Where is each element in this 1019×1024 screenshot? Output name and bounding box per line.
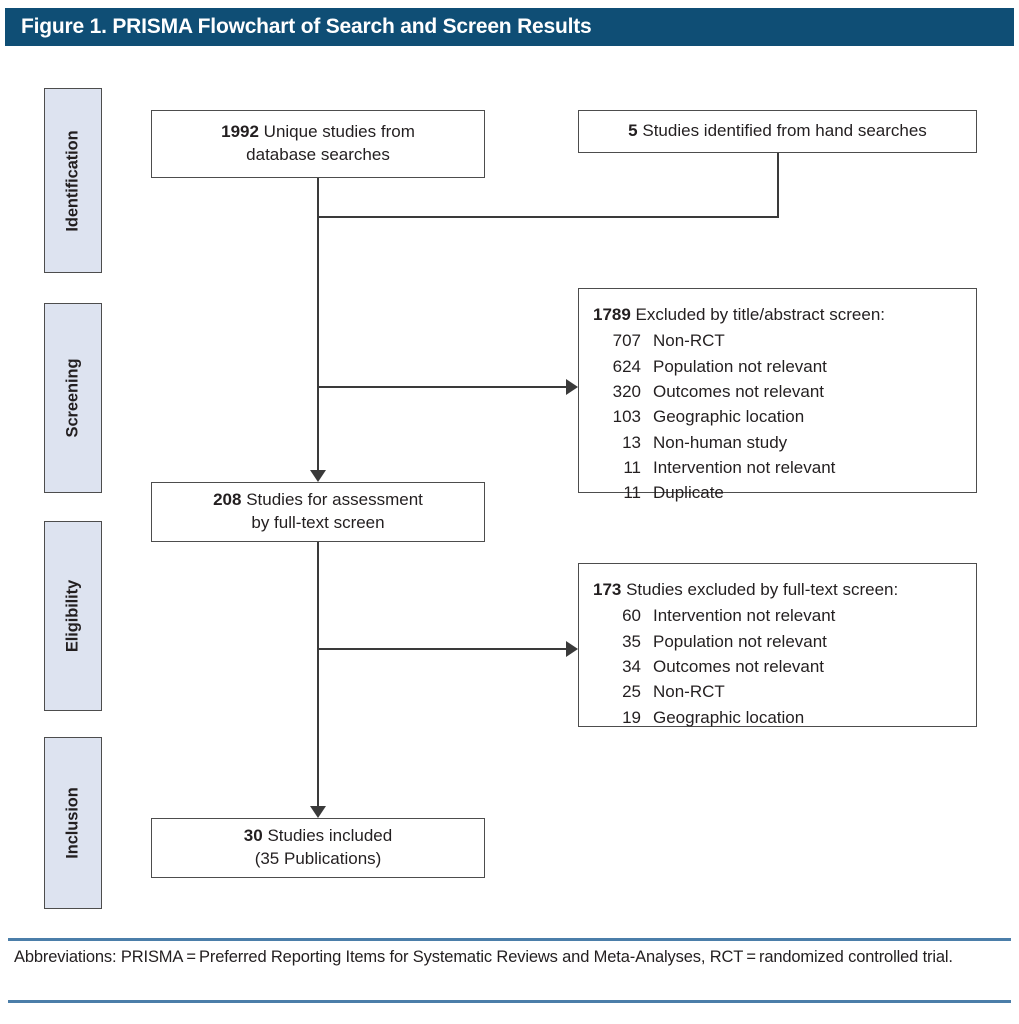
reason-count: 19 — [622, 707, 641, 727]
node-line-2: by full-text screen — [251, 513, 385, 532]
footnote-rule-bottom — [8, 1000, 1011, 1003]
stage-label-text: Identification — [63, 129, 82, 232]
node-line-1: 1992 Unique studies from — [221, 121, 415, 144]
node-count: 5 — [628, 121, 638, 141]
footnote-abbreviations: Abbreviations: PRISMA = Preferred Report… — [14, 948, 953, 966]
stage-label-identification: Identification — [44, 88, 102, 273]
node-hand-searches: 5 Studies identified from hand searches — [578, 110, 977, 153]
reason-label: Geographic location — [653, 407, 805, 427]
arrowhead-to-fulltext-exclusions — [566, 641, 578, 657]
page-title: Figure 1. PRISMA Flowchart of Search and… — [21, 15, 592, 38]
stage-label-text: Screening — [63, 358, 82, 438]
node-line-1: 30 Studies included — [244, 825, 392, 848]
reason-count: 25 — [622, 682, 641, 702]
reason-label: Non-RCT — [653, 331, 725, 351]
exclusion-reason-row: 13 Non-human study — [593, 430, 976, 455]
exclusion-reason-row: 707 Non-RCT — [593, 328, 976, 353]
footnote-rule-top — [8, 938, 1011, 941]
exclusion-heading: 1789 Excluded by title/abstract screen: — [593, 302, 976, 327]
reason-label: Intervention not relevant — [653, 457, 836, 477]
node-text: Studies included — [262, 826, 393, 846]
node-line-2: database searches — [246, 145, 390, 164]
reason-count: 34 — [622, 656, 641, 676]
exclusion-reason-row: 103 Geographic location — [593, 404, 976, 429]
reason-label: Non-human study — [653, 432, 788, 452]
arrowhead-to-screen-exclusions — [566, 379, 578, 395]
connector-merge-lower — [317, 216, 779, 218]
reason-label: Population not relevant — [653, 356, 827, 376]
connector-hand-down — [777, 153, 779, 217]
node-studies-included: 30 Studies included (35 Publications) — [151, 818, 485, 878]
node-text: Studies for assessment — [241, 490, 423, 510]
reason-label: Outcomes not relevant — [653, 656, 825, 676]
connector-unique-down — [317, 178, 319, 218]
reason-count: 11 — [623, 483, 641, 503]
node-text: Unique studies from — [258, 122, 415, 142]
stage-label-inclusion: Inclusion — [44, 737, 102, 909]
figure-title-bar: Figure 1. PRISMA Flowchart of Search and… — [5, 8, 1014, 46]
exclusion-reason-row: 624 Population not relevant — [593, 354, 976, 379]
stage-label-screening: Screening — [44, 303, 102, 493]
node-line-1: 208 Studies for assessment — [213, 489, 423, 512]
node-excluded-title-abstract: 1789 Excluded by title/abstract screen: … — [578, 288, 977, 502]
stage-label-text: Eligibility — [63, 579, 82, 653]
reason-label: Intervention not relevant — [653, 606, 836, 626]
node-count: 208 — [213, 490, 242, 510]
node-line-1: 5 Studies identified from hand searches — [628, 120, 927, 143]
node-full-text-assessment: 208 Studies for assessment by full-text … — [151, 482, 485, 542]
arrowhead-to-assessment — [310, 470, 326, 482]
node-text: Studies identified from hand searches — [637, 121, 927, 141]
reason-label: Duplicate — [653, 483, 724, 503]
connector-trunk-eligibility — [317, 542, 319, 806]
reason-label: Outcomes not relevant — [653, 381, 825, 401]
connector-branch-fulltext-exclusions — [317, 648, 566, 650]
reason-count: 11 — [623, 457, 641, 477]
exclusion-count: 1789 — [593, 305, 631, 324]
stage-label-text: Inclusion — [63, 787, 82, 859]
exclusion-reason-row: 25 Non-RCT — [593, 679, 976, 704]
reason-label: Non-RCT — [653, 682, 725, 702]
reason-label: Population not relevant — [653, 631, 827, 651]
arrowhead-to-included — [310, 806, 326, 818]
node-count: 1992 — [221, 122, 259, 142]
reason-count: 60 — [622, 606, 641, 626]
node-unique-studies: 1992 Unique studies from database search… — [151, 110, 485, 178]
exclusion-reason-row: 11 Intervention not relevant — [593, 455, 976, 480]
reason-count: 35 — [622, 631, 641, 651]
connector-branch-screen-exclusions — [317, 386, 566, 388]
reason-count: 624 — [612, 356, 641, 376]
exclusion-heading-text: Excluded by title/abstract screen: — [630, 305, 886, 324]
stage-label-eligibility: Eligibility — [44, 521, 102, 711]
exclusion-reason-row: 320 Outcomes not relevant — [593, 379, 976, 404]
exclusion-reason-row: 60 Intervention not relevant — [593, 603, 976, 628]
reason-count: 320 — [612, 381, 641, 401]
reason-label: Geographic location — [653, 707, 805, 727]
connector-trunk-screening — [317, 216, 319, 470]
exclusion-reason-row: 34 Outcomes not relevant — [593, 654, 976, 679]
node-line-2: (35 Publications) — [254, 849, 382, 868]
node-count: 30 — [243, 826, 263, 846]
reason-count: 13 — [622, 432, 641, 452]
node-excluded-full-text: 173 Studies excluded by full-text screen… — [578, 563, 977, 727]
exclusion-heading: 173 Studies excluded by full-text screen… — [593, 577, 976, 602]
reason-count: 707 — [612, 331, 641, 351]
reason-count: 103 — [612, 407, 641, 427]
exclusion-heading-text: Studies excluded by full-text screen: — [621, 580, 899, 599]
exclusion-reason-row: 19 Geographic location — [593, 705, 976, 730]
exclusion-count: 173 — [593, 580, 622, 599]
exclusion-reason-row: 11 Duplicate — [593, 480, 976, 505]
exclusion-reason-row: 35 Population not relevant — [593, 629, 976, 654]
